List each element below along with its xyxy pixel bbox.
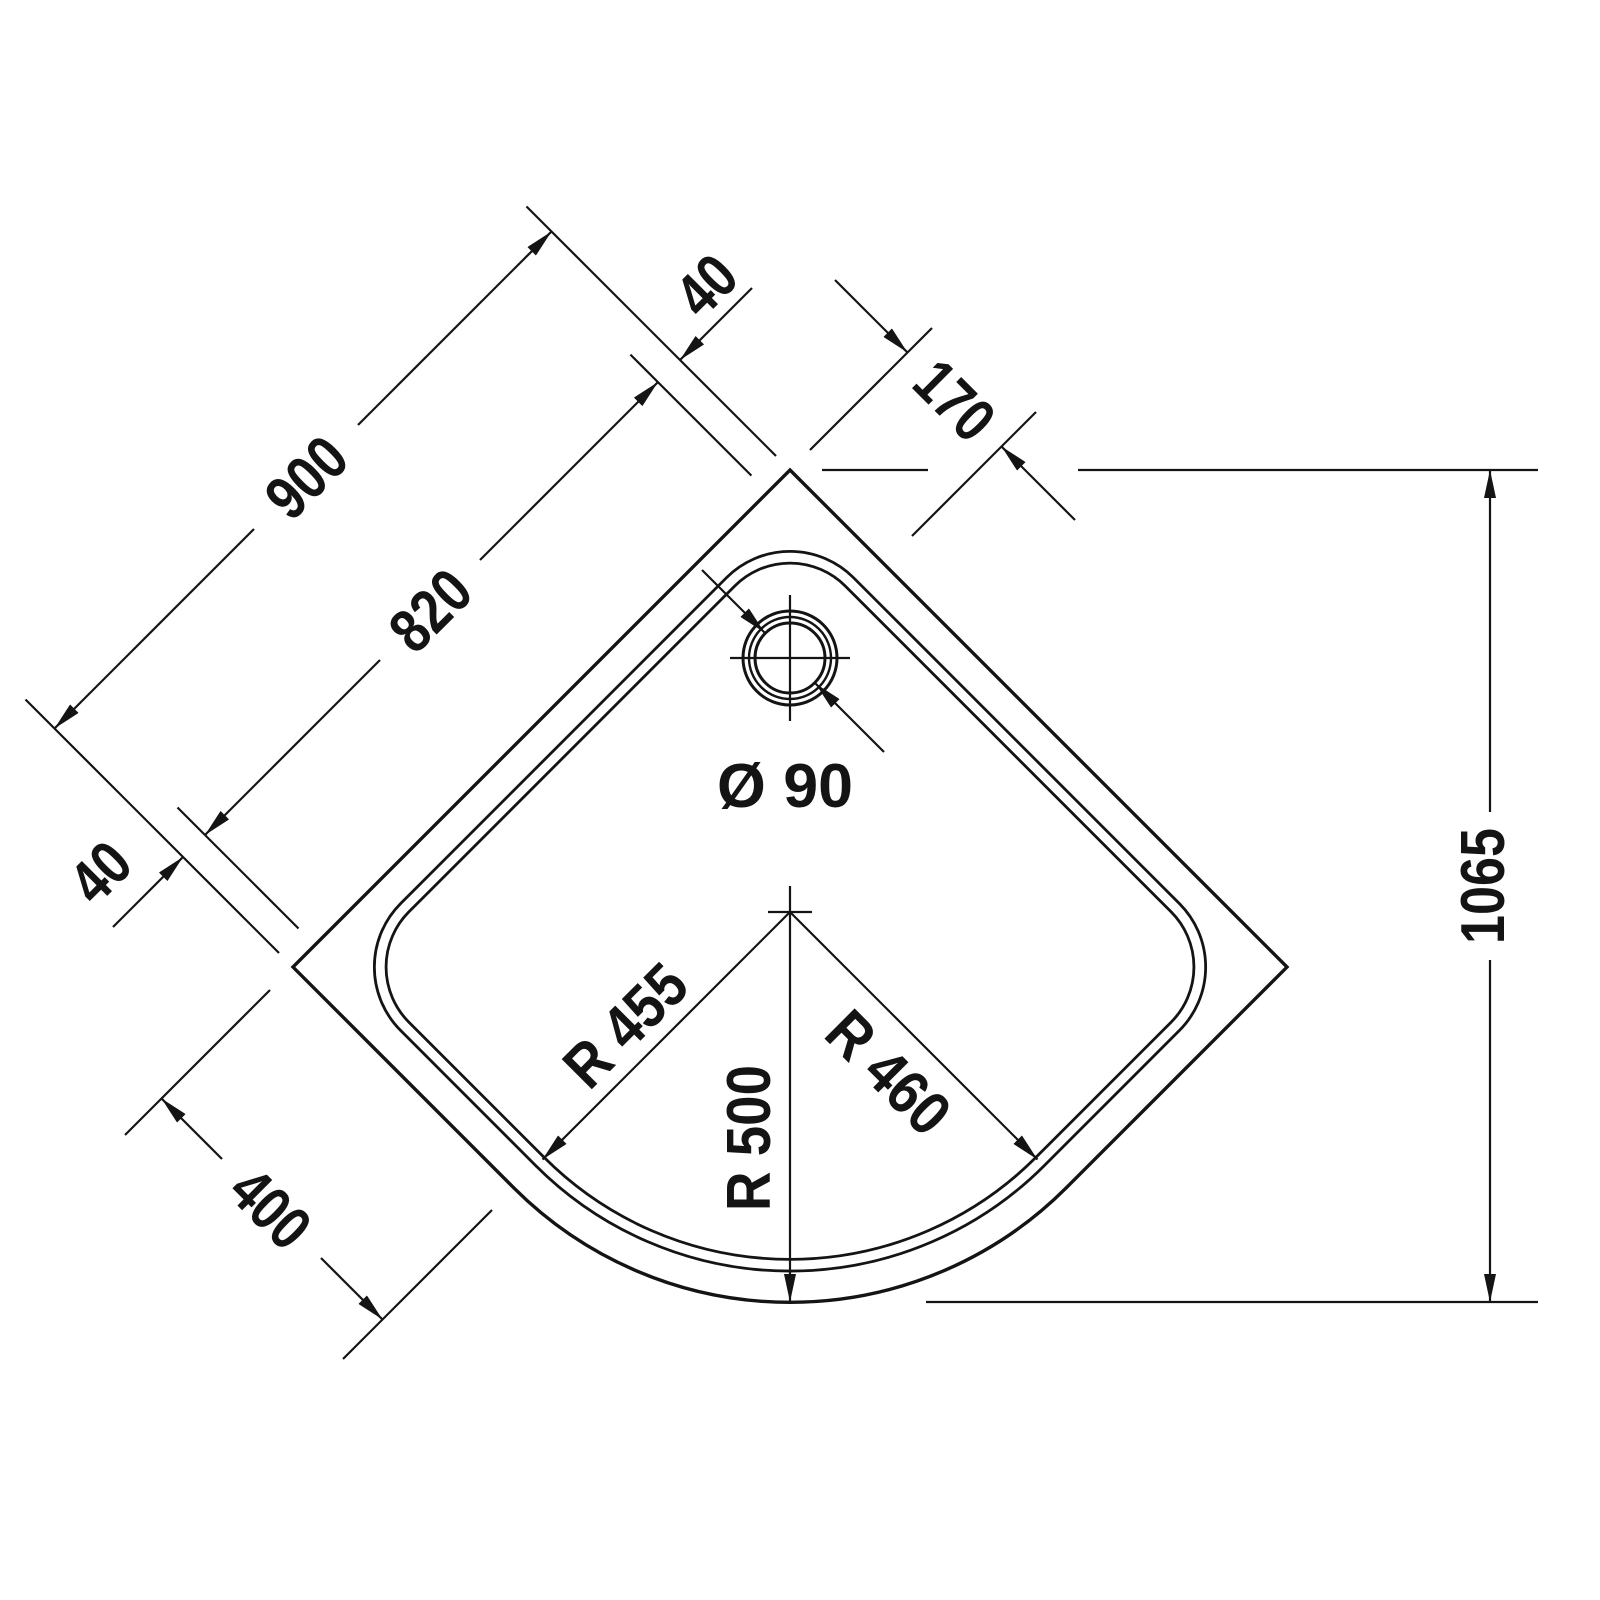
drain-diameter-label: Ø 90 — [717, 752, 853, 821]
extension-line-900-corner — [525, 205, 777, 457]
dimension-1065-label: 1065 — [1449, 828, 1518, 944]
dimension-lines — [53, 230, 1496, 1321]
dimension-820-label: 820 — [376, 556, 486, 666]
extension-line-170-corner — [809, 327, 933, 451]
extension-line-170-drain — [911, 411, 1037, 537]
extension-lines — [24, 205, 1538, 1360]
dimension-900-label: 900 — [252, 423, 362, 533]
extension-line-820-end — [176, 806, 300, 930]
tray-geometry — [293, 470, 1287, 1464]
dimension-900-line-lower — [53, 528, 255, 730]
dimension-40-left-line — [112, 856, 184, 928]
extension-line-900-end — [24, 698, 280, 954]
dimension-400-label: 400 — [216, 1155, 324, 1263]
dimension-900-line-upper — [357, 230, 553, 426]
dimension-40-top-label: 40 — [663, 242, 752, 331]
dimension-40-left-label: 40 — [57, 829, 146, 918]
dimension-170-label: 170 — [900, 347, 1008, 455]
extension-line-400-corner — [124, 989, 271, 1136]
dimension-170-line-end — [1000, 445, 1076, 521]
radius-460-leader — [789, 911, 1039, 1161]
basin-inner-edge — [354, 531, 1227, 1404]
dimension-170-line-start — [834, 279, 909, 354]
radius-460-label: R 460 — [812, 997, 964, 1149]
dimension-40-top-line — [679, 287, 753, 361]
tray-outline — [293, 470, 1287, 1464]
dimension-820-line-lower — [204, 659, 381, 836]
drain — [730, 595, 850, 721]
dimension-400-line-upper — [160, 1097, 223, 1160]
basin-outer-edge — [337, 514, 1243, 1420]
dimension-400-line-lower — [320, 1257, 384, 1321]
radius-500-label: R 500 — [715, 1065, 784, 1211]
extension-line-400-end — [342, 1209, 493, 1360]
drain-diameter-leader-lower — [814, 682, 885, 753]
extension-line-820-corner — [629, 353, 753, 477]
dimension-820-line-upper — [479, 381, 659, 561]
drain-diameter-leader-upper — [701, 569, 766, 634]
radius-455-leader — [541, 911, 791, 1161]
radius-455-label: R 455 — [550, 950, 701, 1101]
dimension-labels: 900 820 40 40 170 1065 400 Ø 90 R 455 R … — [57, 242, 1518, 1264]
